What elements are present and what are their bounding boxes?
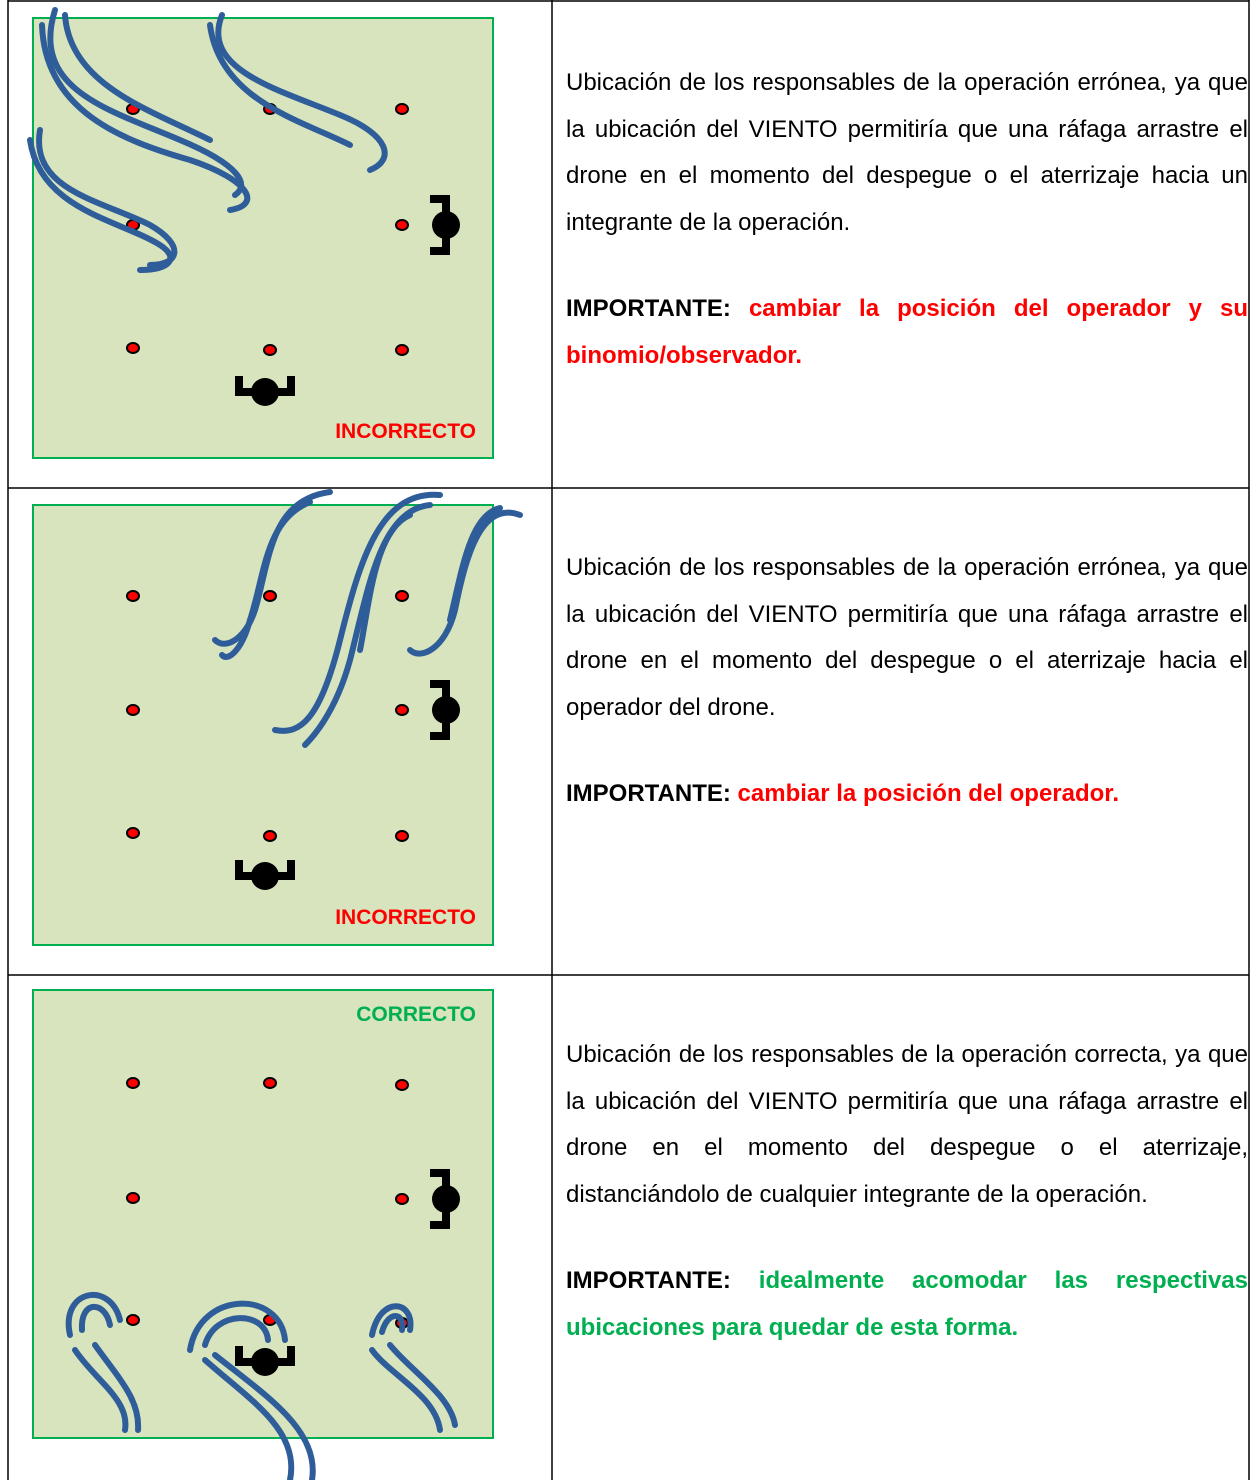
important-text: cambiar la posición del operador y su bi… (566, 295, 1249, 369)
row-1-text: Ubicación de los responsables de la oper… (566, 60, 1248, 379)
wind-icon (27, 7, 388, 273)
diagram-panel-2: INCORRECTO (32, 489, 523, 946)
row-2-text: Ubicación de los responsables de la oper… (566, 545, 1248, 818)
important-note: IMPORTANTE: cambiar la posición del oper… (566, 286, 1248, 379)
row-3-text: Ubicación de los responsables de la oper… (566, 1032, 1248, 1351)
diagram-panel-3: CORRECTO (32, 989, 494, 1480)
important-label: IMPORTANTE: (566, 780, 731, 807)
important-label: IMPORTANTE: (566, 1267, 731, 1294)
description: Ubicación de los responsables de la oper… (566, 1041, 1248, 1208)
status-label: INCORRECTO (335, 906, 476, 929)
wind-icon (212, 489, 523, 748)
status-label: INCORRECTO (335, 420, 476, 443)
important-label: IMPORTANTE: (566, 295, 731, 322)
diagram-panel-1: INCORRECTO (27, 7, 494, 459)
important-note: IMPORTANTE: cambiar la posición del oper… (566, 771, 1248, 818)
description: Ubicación de los responsables de la oper… (566, 554, 1248, 721)
important-note: IMPORTANTE: idealmente acomodar las resp… (566, 1258, 1248, 1351)
marker-dots (126, 590, 409, 842)
wind-icon (65, 1291, 458, 1480)
description: Ubicación de los responsables de la oper… (566, 69, 1248, 236)
important-text: cambiar la posición del operador. (737, 780, 1119, 807)
status-label: CORRECTO (356, 1003, 476, 1026)
important-text: idealmente acomodar las respectivas ubic… (566, 1267, 1249, 1341)
